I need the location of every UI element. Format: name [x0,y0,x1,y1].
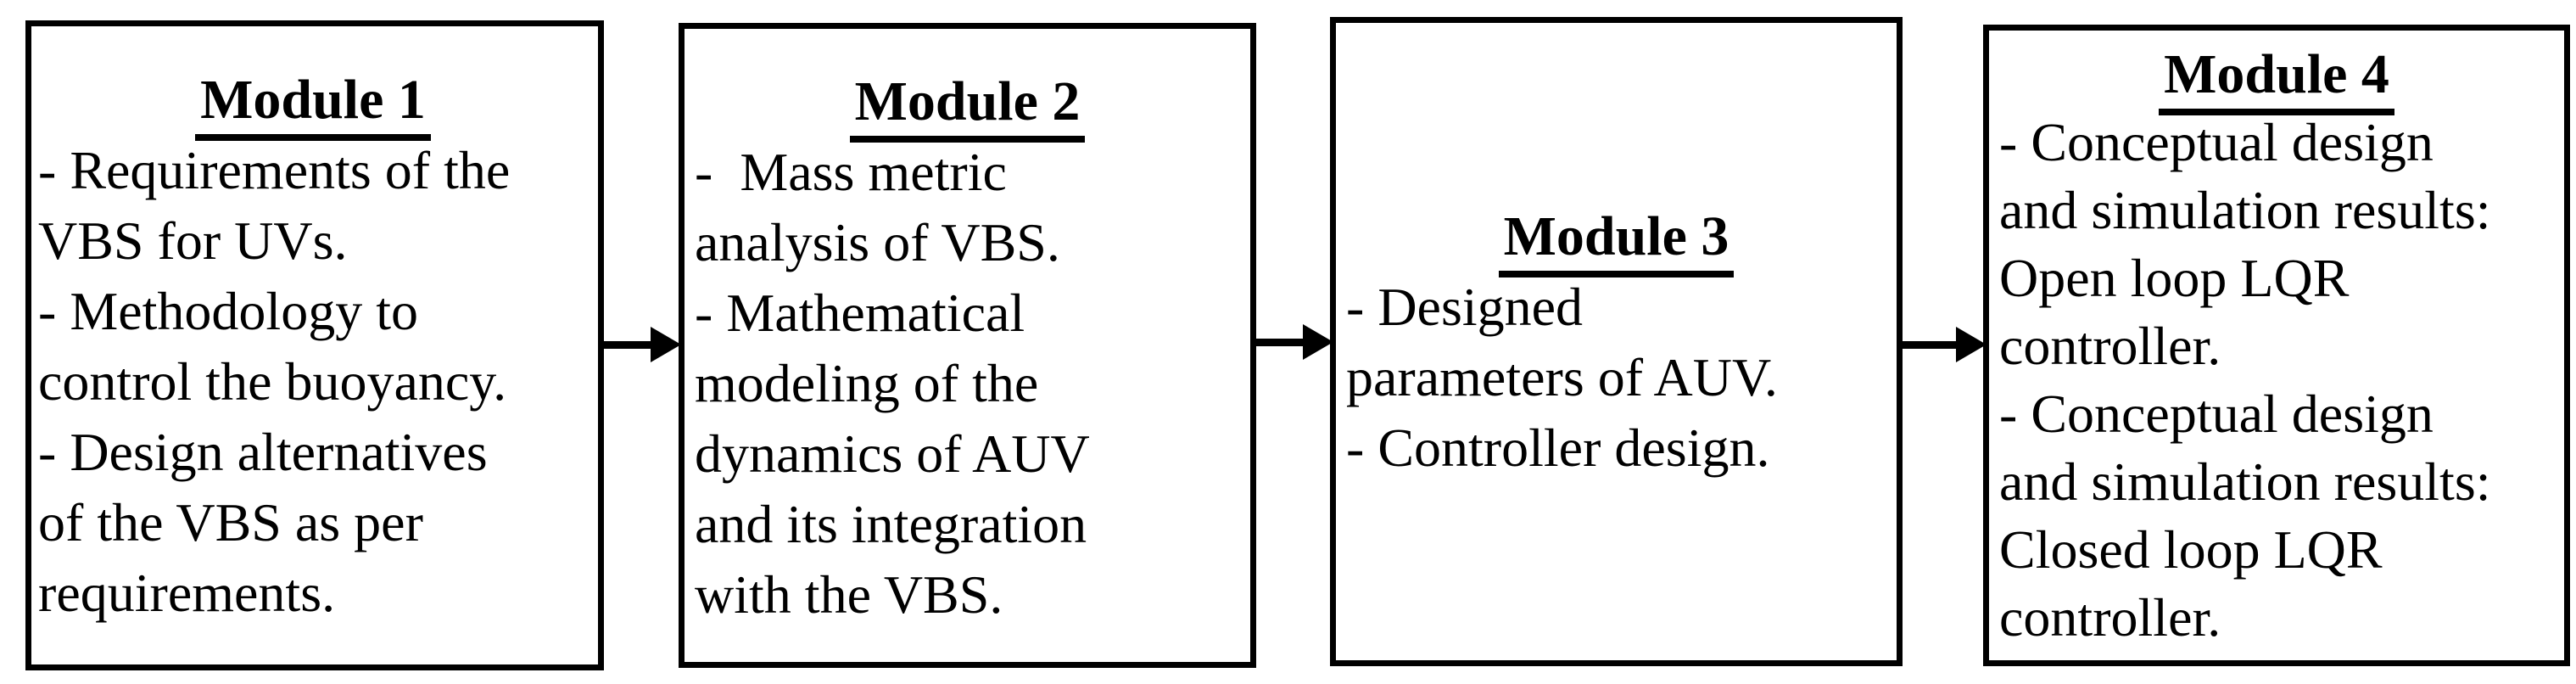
arrow-shaft [1253,338,1303,346]
module-2-content: Module 2 - Mass metric analysis of VBS. … [695,29,1240,630]
arrow-head-icon [1956,327,1986,362]
module-bullet: - Design alternatives of the VBS as per … [38,422,488,623]
module-4-content: Module 4 - Conceptual design and simulat… [1999,31,2554,652]
arrow-shaft [1899,340,1956,349]
module-bullet: - Requirements of the VBS for UVs. [38,140,511,271]
arrow-shaft [601,340,651,349]
module-box-1: Module 1 - Requirements of the VBS for U… [25,20,604,670]
flow-arrow-2 [1253,324,1333,360]
module-box-3: Module 3 - Designed parameters of AUV. -… [1330,17,1903,666]
module-4-title-text: Module 4 [2159,42,2394,115]
arrow-head-icon [1303,324,1333,360]
module-2-title: Module 2 [695,66,1240,143]
module-3-title-text: Module 3 [1498,204,1735,278]
module-bullet: - Methodology to control the buoyancy. [38,281,507,412]
module-1-content: Module 1 - Requirements of the VBS for U… [38,26,588,628]
module-1-title-text: Module 1 [195,67,431,141]
flow-arrow-3 [1899,327,1986,362]
arrow-head-icon [651,327,681,362]
module-bullet: - Controller design. [1346,417,1770,478]
module-bullet: - Conceptual design and simulation resul… [1999,384,2491,648]
module-bullet: - Mass metric analysis of VBS. [695,142,1060,272]
module-1-title: Module 1 [38,64,588,141]
module-bullet: - Designed parameters of AUV. [1346,276,1778,407]
module-2-title-text: Module 2 [849,69,1086,143]
module-box-4: Module 4 - Conceptual design and simulat… [1983,25,2570,666]
module-3-title: Module 3 [1346,201,1886,278]
module-box-2: Module 2 - Mass metric analysis of VBS. … [679,23,1256,668]
module-bullet: - Conceptual design and simulation resul… [1999,112,2491,376]
flow-arrow-1 [601,327,681,362]
module-bullet: - Mathematical modeling of the dynamics … [695,283,1090,625]
module-4-title: Module 4 [1999,41,2554,115]
module-3-content: Module 3 - Designed parameters of AUV. -… [1346,201,1886,483]
